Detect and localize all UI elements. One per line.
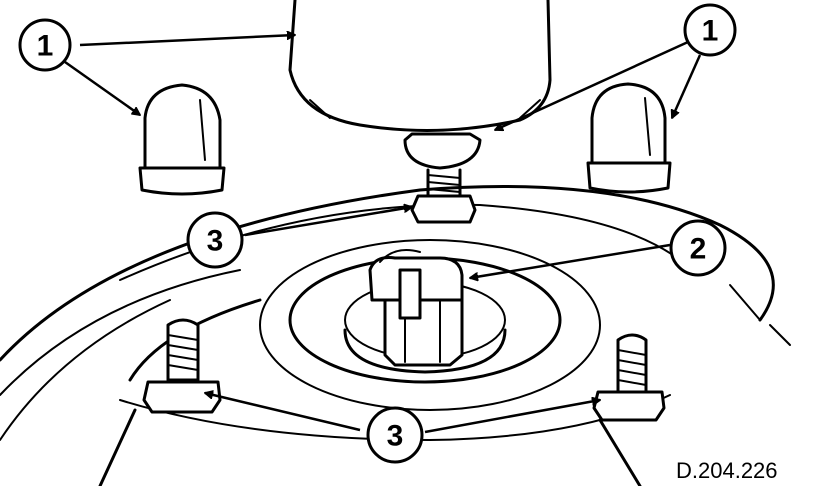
figure-reference-code: D.204.226 bbox=[676, 458, 778, 483]
callout-2-label: 2 bbox=[690, 233, 707, 266]
stud-right bbox=[592, 333, 666, 422]
callout-3-bottom: 3 bbox=[366, 406, 424, 464]
callout-1-left: 1 bbox=[18, 18, 72, 72]
protective-cap-right bbox=[586, 82, 672, 194]
centre-nut-and-clip bbox=[368, 249, 464, 367]
callout-3-left: 3 bbox=[186, 211, 244, 269]
callout-1-right: 1 bbox=[683, 3, 737, 57]
callout-1-left-label: 1 bbox=[37, 30, 54, 63]
top-stud-nut bbox=[410, 168, 477, 224]
callout-3-left-label: 3 bbox=[207, 225, 224, 258]
callout-1-right-label: 1 bbox=[702, 15, 719, 48]
protective-cap-left bbox=[138, 83, 226, 196]
callout-3-bottom-label: 3 bbox=[387, 420, 404, 453]
shock-absorber bbox=[288, 0, 552, 170]
callout-2: 2 bbox=[669, 219, 727, 277]
stud-left bbox=[142, 318, 222, 414]
leader-lines bbox=[64, 35, 702, 434]
